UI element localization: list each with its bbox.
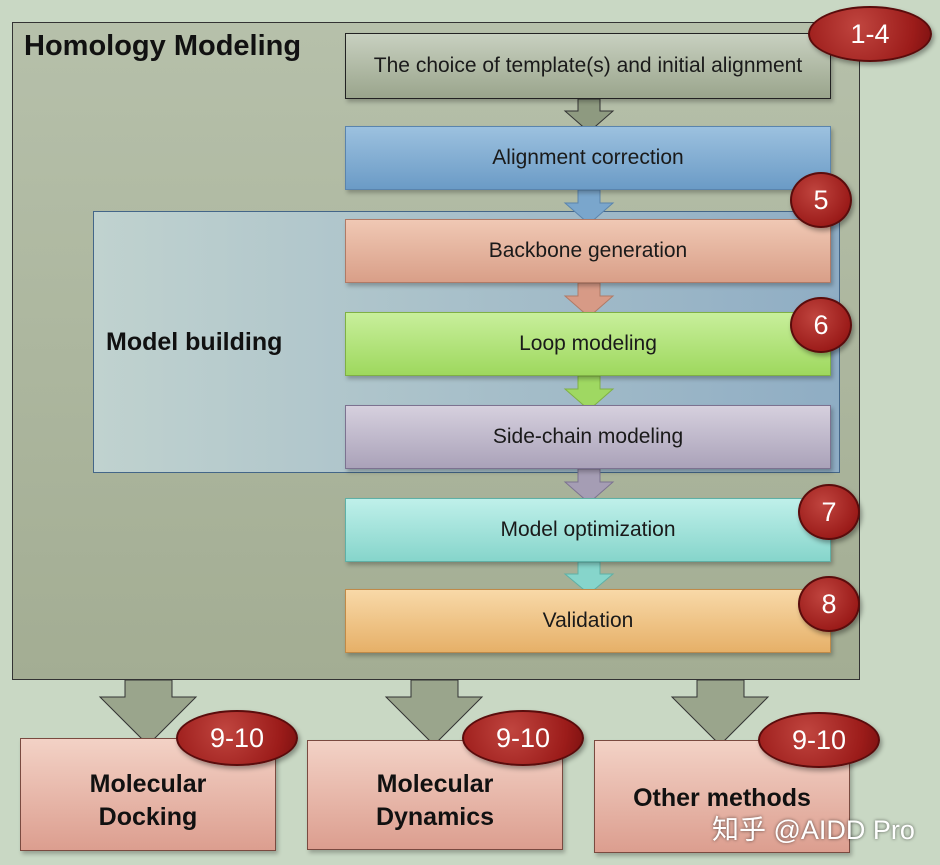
badge-6: 6 — [790, 297, 852, 353]
arrow-to-docking — [98, 679, 198, 746]
badge-5: 5 — [790, 172, 852, 228]
output-label: Molecular Docking — [89, 769, 207, 831]
arrow-2-3 — [563, 189, 615, 225]
arrow-4-5 — [563, 375, 615, 411]
badge-8: 8 — [798, 576, 860, 632]
step-side-chain-modeling: Side-chain modeling — [345, 405, 831, 469]
badge-1-4: 1-4 — [808, 6, 932, 62]
output-label: Other methods — [633, 784, 811, 812]
step-model-optimization: Model optimization — [345, 498, 831, 562]
step-alignment-correction: Alignment correction — [345, 126, 831, 190]
arrow-1-2 — [563, 98, 615, 133]
arrow-to-other — [670, 679, 770, 746]
badge-7: 7 — [798, 484, 860, 540]
output-label: Molecular Dynamics — [375, 770, 495, 831]
watermark: 知乎 @AIDD Pro — [712, 815, 915, 845]
homology-modeling-title: Homology Modeling — [24, 30, 302, 62]
badge-9-10-other: 9-10 — [758, 712, 880, 768]
arrow-5-6 — [563, 468, 615, 504]
step-backbone-generation: Backbone generation — [345, 219, 831, 283]
arrow-3-4 — [563, 282, 615, 318]
model-building-label: Model building — [106, 328, 283, 356]
arrow-to-dynamics — [384, 679, 484, 746]
step-validation: Validation — [345, 589, 831, 653]
arrow-6-7 — [563, 561, 615, 595]
step-loop-modeling: Loop modeling — [345, 312, 831, 376]
badge-9-10-dynamics: 9-10 — [462, 710, 584, 766]
step-template-choice: The choice of template(s) and initial al… — [345, 33, 831, 99]
badge-9-10-docking: 9-10 — [176, 710, 298, 766]
